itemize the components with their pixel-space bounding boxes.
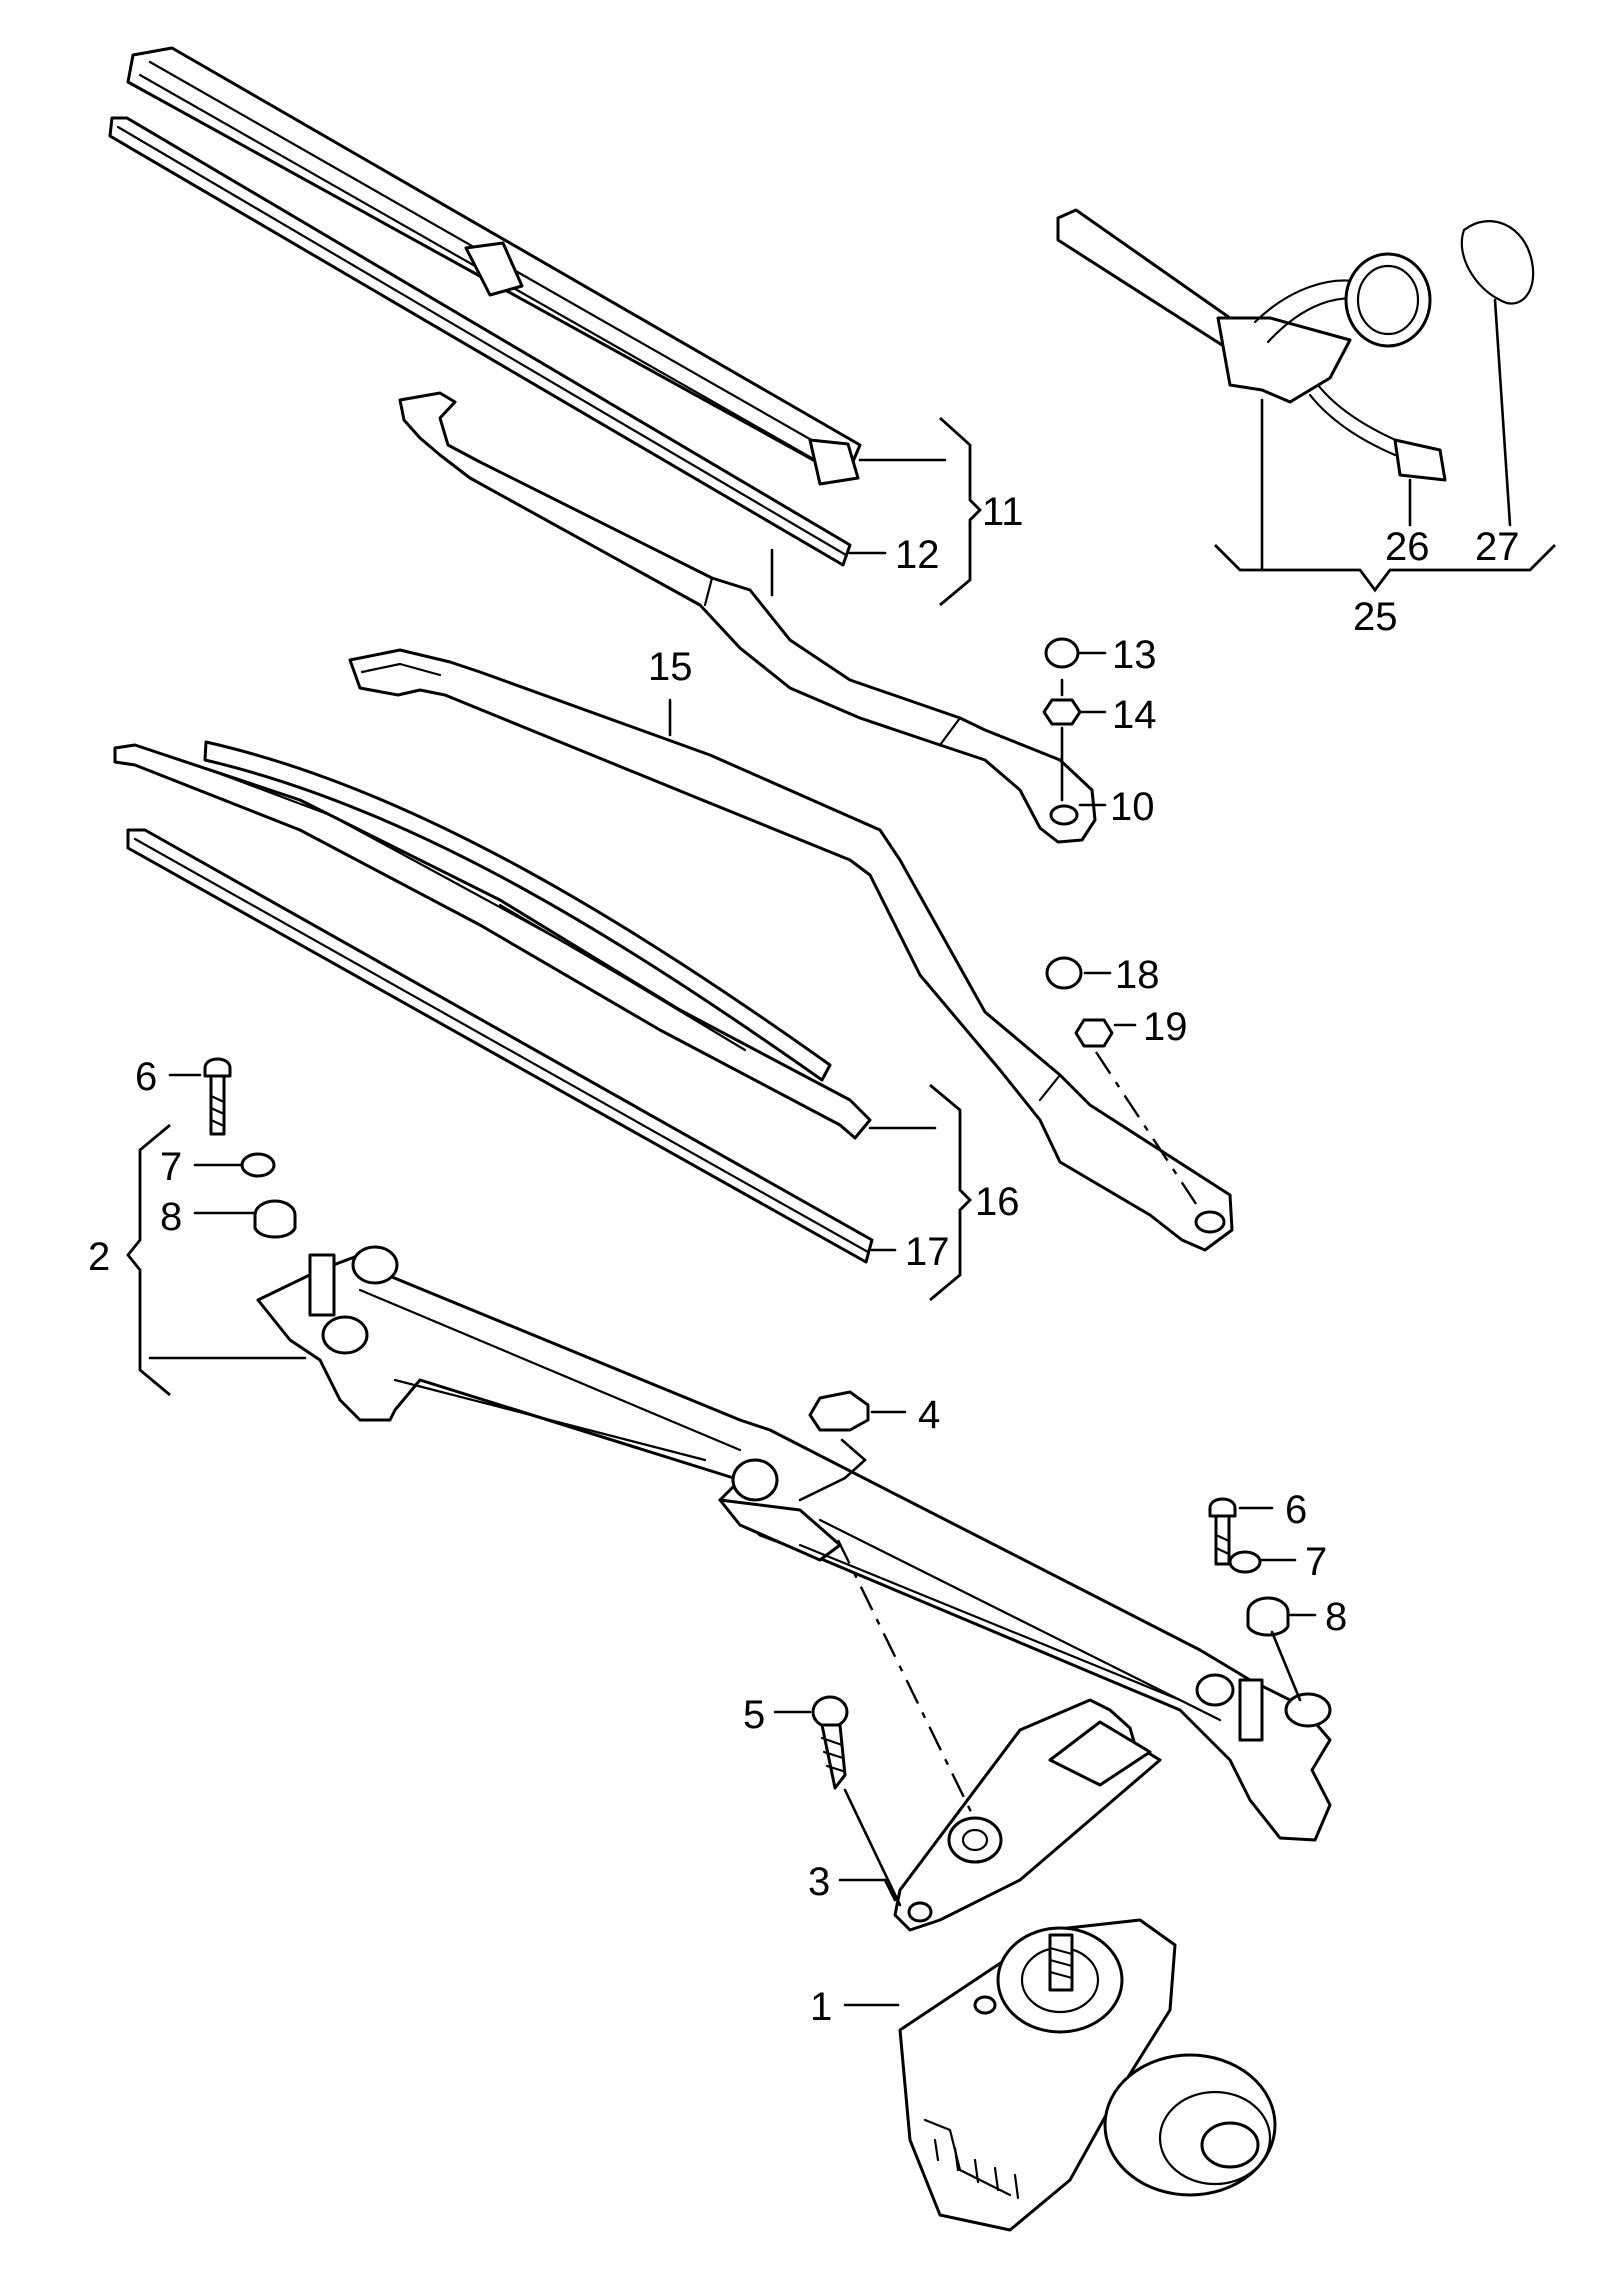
bolt-washer-bushing-left	[203, 1057, 297, 1239]
wiper-motor	[898, 1918, 1277, 2232]
callout-10: 10	[1110, 785, 1155, 829]
callout-7-right: 7	[1305, 1540, 1327, 1584]
leader-lines	[126, 298, 1556, 2007]
callout-27: 27	[1475, 525, 1520, 569]
callout-13: 13	[1112, 633, 1157, 677]
callout-6-right: 6	[1285, 1488, 1307, 1532]
washer-nozzle-assembly	[1056, 208, 1447, 482]
wiper-blade-lower	[113, 740, 872, 1140]
mounting-bracket	[836, 1539, 1162, 1932]
nut	[808, 1390, 870, 1432]
callout-3: 3	[808, 1860, 830, 1904]
callout-14: 14	[1112, 693, 1157, 737]
callout-12: 12	[895, 533, 940, 577]
cap-nut-upper	[1042, 637, 1082, 802]
wiper-blade-refill-lower	[126, 828, 874, 1264]
washer-nozzle-cap	[1460, 220, 1535, 305]
callout-7-left: 7	[160, 1145, 182, 1189]
callout-4: 4	[918, 1393, 940, 1437]
cap-nut-lower	[1045, 956, 1202, 1211]
callout-18: 18	[1115, 953, 1160, 997]
callout-15: 15	[648, 645, 693, 689]
callout-11: 11	[982, 490, 1024, 534]
callout-16: 16	[975, 1180, 1020, 1224]
callout-19: 19	[1143, 1005, 1188, 1049]
callout-8-left: 8	[160, 1195, 182, 1239]
bolt-washer-bushing-right	[1208, 1497, 1290, 1637]
callout-8-right: 8	[1325, 1595, 1347, 1639]
callout-17: 17	[905, 1230, 950, 1274]
callout-1: 1	[810, 1985, 832, 2029]
wiper-arm-lower	[348, 648, 1234, 1252]
wiper-blade-refill-upper	[108, 116, 852, 567]
callout-5: 5	[743, 1693, 765, 1737]
callout-2: 2	[88, 1235, 110, 1279]
screw	[811, 1695, 849, 1790]
wiper-linkage	[256, 1245, 1332, 1842]
wiper-arm-upper	[398, 391, 1097, 844]
wiper-blade-upper	[126, 46, 862, 486]
callout-26: 26	[1385, 525, 1430, 569]
callout-labels: 1 2 3 4 5 6 6 7 7 8 8 10 11 12 13 14 15 …	[88, 490, 1520, 2029]
callout-6-left: 6	[135, 1055, 157, 1099]
callout-25: 25	[1353, 595, 1398, 639]
